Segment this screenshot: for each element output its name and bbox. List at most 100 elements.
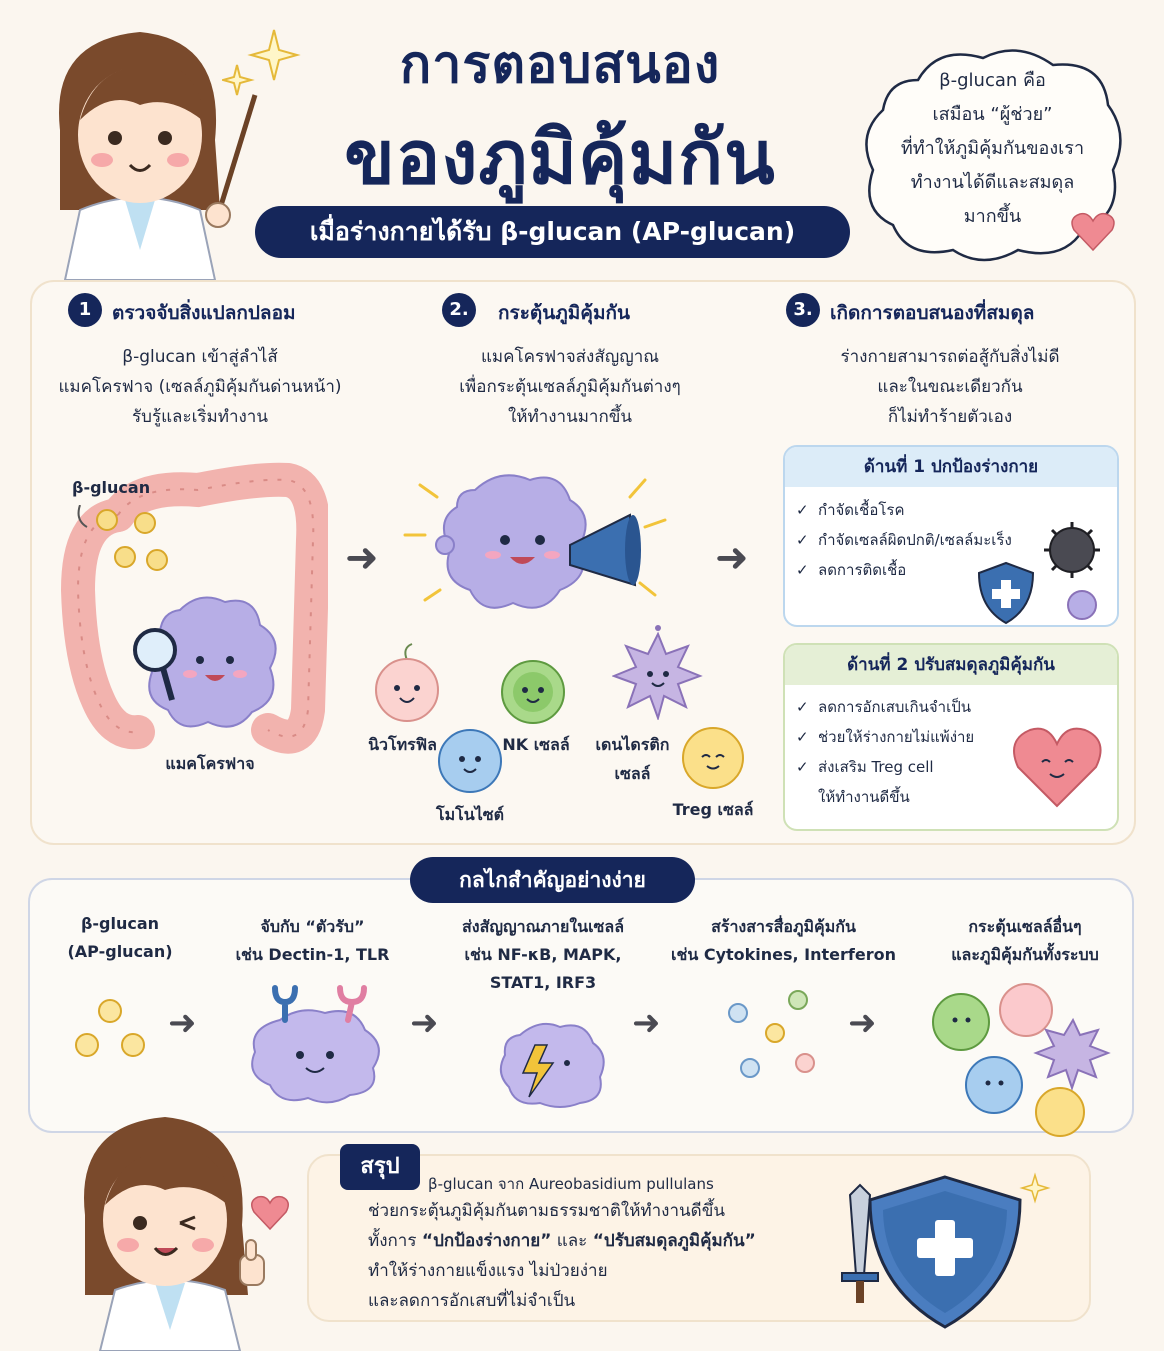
side2-heading: ด้านที่ 2 ปรับสมดุลภูมิคุ้มกัน (785, 645, 1117, 685)
monocyte-label: โมโนไซต์ (436, 805, 504, 824)
mech-stage3-text: ส่งสัญญาณภายในเซลล์ เช่น NF-κB, MAPK, ST… (438, 913, 648, 997)
heart-icon (1070, 212, 1116, 252)
mech-stage1-text: β-glucan (AP-glucan) (40, 910, 200, 966)
step1-desc: β-glucan เข้าสู่ลำไส้ แมคโครฟาจ (เซลล์ภู… (40, 342, 360, 432)
receptor-cell-icon (240, 980, 390, 1105)
cloud-bubble (858, 40, 1128, 270)
step2-number: 2. (442, 293, 476, 327)
side1-item-text: กำจัดเซลล์ผิดปกติ/เซลล์มะเร็ง (818, 531, 1012, 549)
side2-item-text: ช่วยให้ร่างกายไม่แพ้ง่าย (818, 728, 975, 746)
step3-desc: ร่างกายสามารถต่อสู้กับสิ่งไม่ดี และในขณะ… (790, 342, 1110, 432)
shield-icon (975, 560, 1037, 626)
mech-line: β-glucan (80, 914, 160, 933)
summary-emphasis: “ปรับสมดุลภูมิคุ้มกัน” (592, 1231, 756, 1251)
step3-desc-line: ก็ไม่ทำร้ายตัวเอง (887, 407, 1013, 427)
mech-line: เช่น Cytokines, Interferon (670, 945, 896, 964)
bglucan-particles-icon (75, 505, 175, 580)
mech-stage2-text: จับกับ “ตัวรับ” เช่น Dectin-1, TLR (220, 913, 405, 969)
page-subtitle-pill: เมื่อร่างกายได้รับ β-glucan (AP-glucan) (255, 206, 850, 258)
heart-icon (250, 1195, 290, 1231)
step3-number: 3. (786, 293, 820, 327)
nk-cell-label: NK เซลล์ (502, 735, 570, 754)
list-item: ✓ กำจัดเซลล์ผิดปกติ/เซลล์มะเร็ง (796, 525, 1012, 555)
side1-list: ✓กำจัดเชื้อโรค ✓กำจัดเซลล์ผิดปกติ/เซลล์ม… (796, 495, 1012, 585)
neutrophil-label: นิวโทรฟิล (368, 735, 437, 754)
arrow-right-icon: ➜ (410, 1003, 439, 1043)
step1-desc-line: รับรู้และเริ่มทำงาน (132, 407, 268, 427)
treg-label: Treg เซลล์ (672, 800, 754, 819)
nk-cell-icon (498, 658, 568, 726)
summary-tag: สรุป (340, 1144, 420, 1190)
step3-desc-line: และในขณะเดียวกัน (877, 377, 1023, 397)
list-item: ✓กำจัดเชื้อโรค (796, 495, 1012, 525)
summary-line: และลดการอักเสบที่ไม่จำเป็น (368, 1291, 576, 1311)
summary-text: ช่วยกระตุ้นภูมิคุ้มกันตามธรรมชาติให้ทำงา… (368, 1196, 838, 1316)
mech-line: จับกับ “ตัวรับ” (260, 917, 365, 936)
side2-item-text: ลดการอักเสบเกินจำเป็น (818, 698, 971, 716)
summary-fragment: และ (551, 1231, 593, 1251)
side1-heading: ด้านที่ 1 ปกป้องร่างกาย (785, 447, 1117, 487)
cloud-line: มากขึ้น (963, 206, 1022, 227)
list-item: ✓ลดการติดเชื้อ (796, 555, 1012, 585)
mech-line: ส่งสัญญาณภายในเซลล์ (461, 917, 625, 936)
virus-icon (1040, 520, 1108, 630)
scientist-bottom-illustration (60, 1105, 300, 1351)
monocyte-cell-icon (436, 727, 504, 795)
summary-line: ทำให้ร่างกายแข็งแรง ไม่ป่วยง่าย (368, 1261, 608, 1281)
page-title-line1: การตอบสนอง (399, 35, 721, 95)
mech-line: STAT1, IRF3 (489, 973, 597, 992)
macrophage-label: แมคโครฟาจ (165, 754, 255, 773)
scientist-top-illustration (30, 10, 260, 280)
summary-emphasis: “ปกป้องร่างกาย” (421, 1231, 552, 1251)
side2-list: ✓ลดการอักเสบเกินจำเป็น ✓ช่วยให้ร่างกายไม… (796, 692, 974, 812)
cloud-text: β-glucan คือ เสมือน “ผู้ช่วย” ที่ทำให้ภู… (880, 64, 1105, 234)
cloud-line: ที่ทำให้ภูมิคุ้มกันของเรา (900, 138, 1085, 159)
mech-stage4-text: สร้างสารสื่อภูมิคุ้มกัน เช่น Cytokines, … (666, 913, 901, 969)
step2-desc: แมคโครฟาจส่งสัญญาณ เพื่อกระตุ้นเซลล์ภูมิ… (420, 342, 720, 432)
check-icon: ✓ (796, 758, 809, 776)
summary-source: β-glucan จาก Aureobasidium pullulans (428, 1175, 714, 1193)
list-item: ✓ ส่งเสริม Treg cell (796, 752, 974, 782)
mech-line: สร้างสารสื่อภูมิคุ้มกัน (711, 917, 856, 936)
sparkle-icon (222, 25, 302, 100)
step1-number: 1 (68, 293, 102, 327)
arrow-right-icon: ➜ (848, 1003, 877, 1043)
arrow-right-icon: ➜ (632, 1003, 661, 1043)
neutrophil-cell-icon (372, 640, 442, 725)
mech-line: กระตุ้นเซลล์อื่นๆ (968, 917, 1082, 936)
summary-line: ทั้งการ “ปกป้องร่างกาย” และ “ปรับสมดุลภู… (368, 1226, 838, 1256)
check-icon: ✓ (796, 561, 809, 579)
shield-sword-icon (830, 1165, 1070, 1335)
heart-character-icon (1010, 722, 1105, 810)
check-icon: ✓ (796, 531, 809, 549)
dendritic-label: เดนไดรติก เซลล์ (590, 733, 675, 787)
arrow-right-icon: ➜ (345, 535, 379, 581)
step2-desc-line: แมคโครฟาจส่งสัญญาณ (480, 347, 660, 367)
cloud-line: ทำงานได้ดีและสมดุล (910, 172, 1075, 193)
cloud-line: β-glucan คือ (939, 70, 1046, 91)
activated-cells-icon (928, 980, 1118, 1140)
mech-line: และภูมิคุ้มกันทั้งระบบ (951, 945, 1099, 964)
step2-title: กระตุ้นภูมิคุ้มกัน (498, 302, 631, 324)
arrow-right-icon: ➜ (715, 535, 749, 581)
check-icon: ✓ (796, 698, 809, 716)
mechanism-heading: กลไกสำคัญอย่างง่าย (410, 857, 695, 903)
step2-desc-line: ให้ทำงานมากขึ้น (507, 407, 632, 427)
macrophage-with-magnifier-illustration (130, 590, 290, 740)
step3-title: เกิดการตอบสนองที่สมดุล (830, 302, 1035, 324)
mech-line: (AP-glucan) (67, 942, 173, 961)
step3-desc-line: ร่างกายสามารถต่อสู้กับสิ่งไม่ดี (840, 347, 1060, 367)
step1-desc-line: แมคโครฟาจ (เซลล์ภูมิคุ้มกันด่านหน้า) (58, 377, 342, 397)
list-item: ให้ทำงานดีขึ้น (796, 782, 974, 812)
arrow-right-icon: ➜ (168, 1003, 197, 1043)
mech-stage5-text: กระตุ้นเซลล์อื่นๆ และภูมิคุ้มกันทั้งระบบ (925, 913, 1125, 969)
bglucan-label: β-glucan (72, 478, 151, 497)
step1-desc-line: β-glucan เข้าสู่ลำไส้ (122, 347, 278, 367)
list-item: ✓ช่วยให้ร่างกายไม่แพ้ง่าย (796, 722, 974, 752)
cloud-line: เสมือน “ผู้ช่วย” (932, 104, 1053, 125)
side2-item-text: ส่งเสริม Treg cell (818, 758, 934, 776)
side1-item-text: กำจัดเชื้อโรค (818, 501, 905, 519)
signal-cell-icon (495, 1015, 610, 1110)
dendritic-label-line1: เดนไดรติก (595, 735, 670, 754)
treg-cell-icon (680, 725, 746, 791)
